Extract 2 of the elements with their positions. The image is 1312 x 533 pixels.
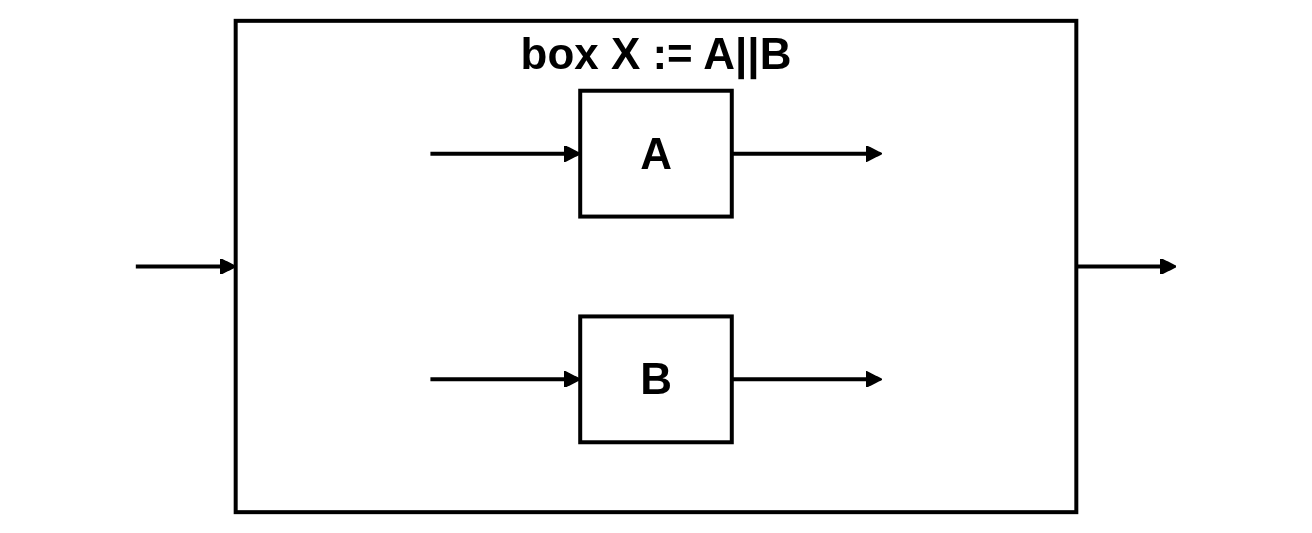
node-box: A: [578, 88, 734, 219]
node-box: B: [578, 314, 734, 445]
